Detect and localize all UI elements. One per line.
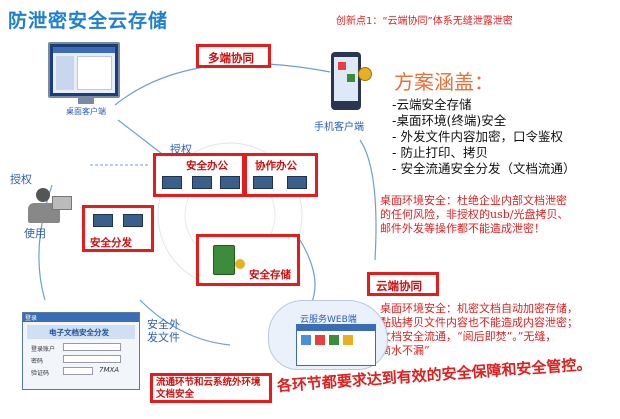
cloud-app-icon [343,335,353,345]
innovation-note: 创新点1：“云端协同”体系无缝泄露泄密 [336,16,513,27]
mobile-client-label: 手机客户端 [314,122,364,133]
cloud-app-icon [301,335,311,345]
login-dialog: 登录 电子文档安全分发 登录账户 密码 验证码 7MXA [22,312,140,390]
captcha-code: 7MXA [99,366,120,374]
lock-icon [235,259,245,269]
authorize-label-top: 授权 [170,143,192,156]
scope-item: - 安全流通安全分发（文档流通） [392,161,576,176]
background-globe [157,142,303,288]
desktop-computer-icon [48,42,120,98]
laptop-icon [93,214,113,227]
cloud-web-bar [297,325,375,331]
multi-sync-box: 多端协同 [196,44,271,68]
dialog-title: 登录 [23,313,139,322]
page-title: 防泄密安全云存储 [8,10,169,32]
link-desktop-mobile [114,63,331,106]
circulation-label: 流通环节和云系统外环境 文档安全 [156,377,261,400]
user-icon [36,188,50,202]
note-line: 桌面环境安全：机密文档自动加密存储， [380,302,578,315]
monitor-stand [78,98,94,104]
note-line: 的任何风险，非授权的usb/光盘拷贝、 [380,208,569,221]
collab-office-label: 协作办公 [255,160,297,172]
desktop-client-label: 桌面客户端 [66,107,106,116]
secure-office-label: 安全办公 [186,160,228,172]
dialog-field-label: 登录账户 [31,346,56,353]
collab-office-box: 协作办公 [244,153,318,197]
note-line: 桌面环境安全：杜绝企业内部文档泄密 [380,194,567,207]
desktop-security-note-2: 桌面环境安全：机密文档自动加密存储， 黏贴拷贝文件内容也不能造成内容泄密； 文档… [380,302,578,358]
server-icon [213,245,235,275]
scope-item: -云端安全存储 [392,97,472,112]
laptop-icon [123,214,143,227]
cloud-web-label: 云服务WEB端 [300,315,357,325]
mobile-phone-icon [331,52,361,110]
cloud-sync-box: 云端协同 [367,272,439,296]
laptop-icon [287,176,307,189]
authorize-label-left: 授权 [10,173,32,186]
multi-sync-label: 多端协同 [208,51,254,65]
scope-item: -桌面环境(终端)安全 [392,113,507,128]
cloud-web-screen [296,324,376,366]
laptop-icon [162,176,182,189]
circulation-box: 流通环节和云系统外环境 文档安全 [150,373,272,403]
note-line: 滴水不漏” [380,344,430,357]
laptop-icon [220,176,240,189]
captcha-input[interactable] [63,367,93,375]
note-line: 文档安全流通，“阅后即焚”。”无缝， [380,330,557,343]
account-input[interactable] [63,343,121,351]
secure-outbound-label: 安全外 发文件 [147,318,180,344]
note-line: 邮件外发等操作都不能造成泄密！ [380,222,545,235]
link-mobile-cloud [359,139,377,261]
note-line: 黏贴拷贝文件内容也不能造成内容泄密； [380,316,578,329]
desktop-window-bar [53,47,115,53]
user-laptop-icon [52,196,72,210]
scope-item: - 外发文件内容加密，口令鉴权 [392,129,563,144]
mobile-app-icon [338,62,346,70]
use-label: 使用 [24,227,46,240]
mobile-app-icon [347,74,355,82]
dialog-banner: 电子文档安全分发 [27,325,135,339]
dialog-field-label: 验证码 [31,370,50,377]
secure-distribution-label: 安全分发 [90,237,132,249]
cloud-sync-label: 云端协同 [376,279,422,293]
secure-office-box: 安全办公 [153,153,245,197]
dialog-field-label: 密码 [31,358,44,365]
cloud-app-icon [315,335,325,345]
link-dist-outbound [139,299,231,346]
password-input[interactable] [63,355,121,363]
cloud-app-icon [329,335,339,345]
scope-item: - 防止打印、拷贝 [392,145,488,160]
secure-storage-label: 安全存储 [249,269,291,281]
desktop-security-note-1: 桌面环境安全：杜绝企业内部文档泄密 的任何风险，非授权的usb/光盘拷贝、 邮件… [380,194,568,236]
secure-distribution-box: 安全分发 [82,205,154,252]
laptop-icon [253,176,273,189]
desktop-sidebar [56,56,74,90]
scope-title: 方案涵盖： [394,70,494,94]
desktop-screen [53,47,115,93]
desktop-content [77,56,112,90]
secure-storage-box: 安全存储 [196,234,300,286]
lock-icon [358,67,372,81]
laptop-icon [192,176,212,189]
